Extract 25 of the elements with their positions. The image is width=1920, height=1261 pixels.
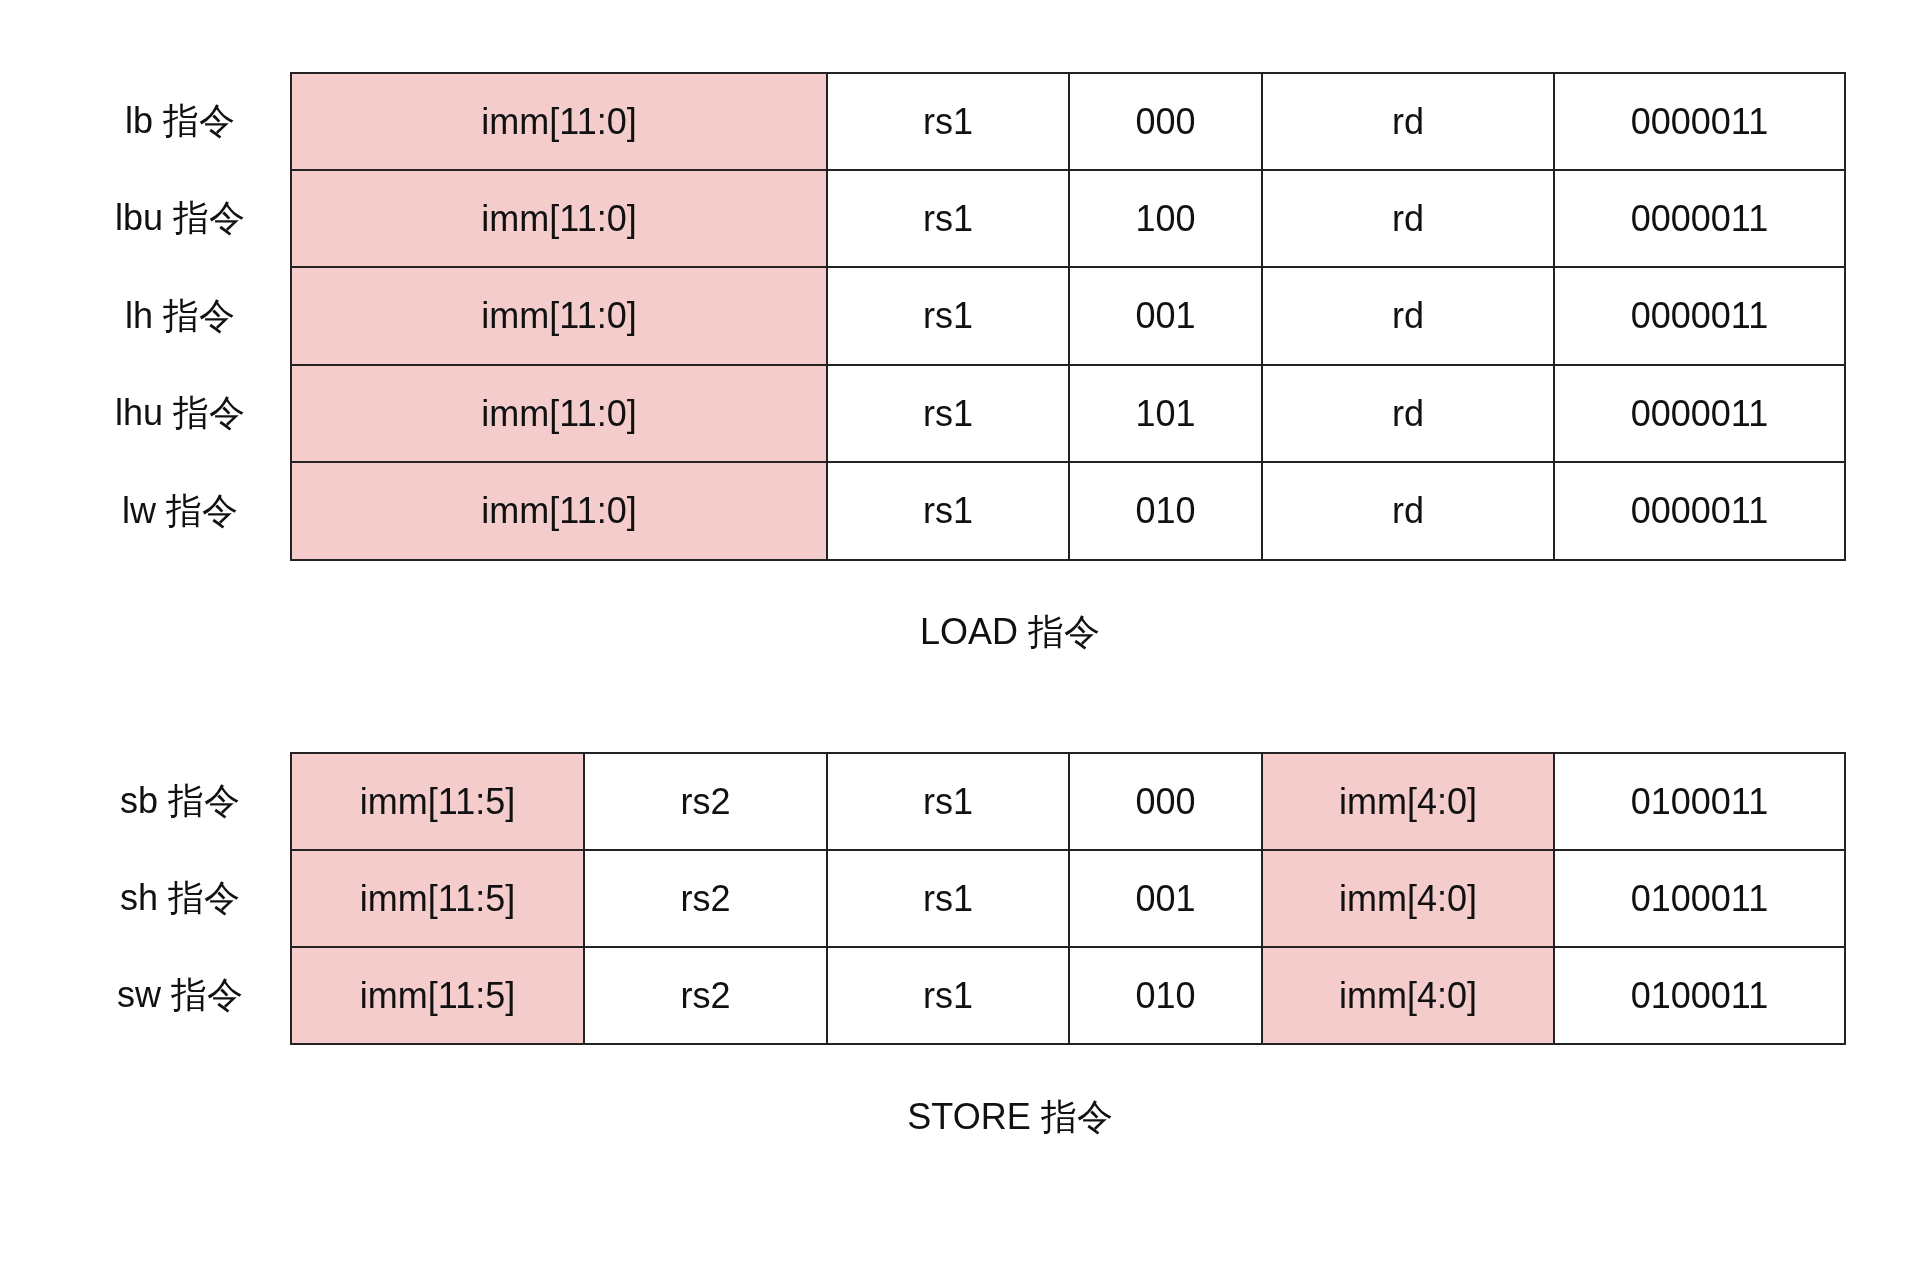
row-label: sw 指令 [116, 973, 244, 1017]
table-cell: imm[11:5] [290, 849, 585, 948]
table-cell: imm[11:5] [290, 752, 585, 851]
row-label: sh 指令 [119, 876, 241, 920]
row-label: lhu 指令 [113, 391, 246, 435]
table-cell: imm[4:0] [1261, 752, 1555, 851]
table-cell: imm[11:0] [290, 461, 828, 561]
table-cell: imm[4:0] [1261, 849, 1555, 948]
row-label: lh 指令 [124, 293, 236, 338]
table-caption: LOAD 指令 [918, 609, 1101, 654]
table-cell: 0100011 [1553, 752, 1846, 851]
table-caption: STORE 指令 [906, 1094, 1114, 1139]
table-cell: imm[11:0] [290, 169, 828, 268]
table-cell: 0000011 [1553, 72, 1846, 171]
row-label: sb 指令 [119, 779, 241, 823]
table-cell: imm[11:5] [290, 946, 585, 1045]
table-cell: imm[11:0] [290, 364, 828, 463]
table-cell: 0100011 [1553, 946, 1846, 1045]
row-label: lbu 指令 [113, 196, 246, 240]
row-label: lw 指令 [121, 488, 239, 533]
table-cell: imm[11:0] [290, 72, 828, 171]
table-cell: imm[11:0] [290, 266, 828, 366]
table-cell: 0000011 [1553, 461, 1846, 561]
row-label: lb 指令 [124, 99, 236, 143]
table-cell: imm[4:0] [1261, 946, 1555, 1045]
